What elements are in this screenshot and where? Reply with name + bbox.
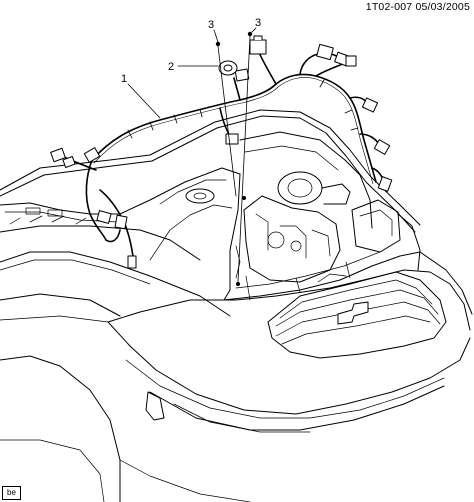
callout-3b: 3 (255, 17, 261, 29)
source-badge: be (2, 486, 21, 500)
callout-1: 1 (121, 73, 127, 85)
harness-tape-wraps (128, 80, 358, 138)
harness-fasteners (215, 31, 253, 286)
callout-leaders (128, 28, 256, 282)
vehicle-front-body (0, 252, 472, 502)
harness-connectors (51, 36, 392, 268)
callout-2: 2 (168, 61, 174, 73)
wiring-harness (62, 50, 384, 262)
open-hood (0, 110, 420, 260)
callout-3a: 3 (208, 19, 214, 31)
engine-bay (120, 132, 420, 300)
diagram-reference-code: 1T02-007 05/03/2005 (365, 1, 470, 13)
